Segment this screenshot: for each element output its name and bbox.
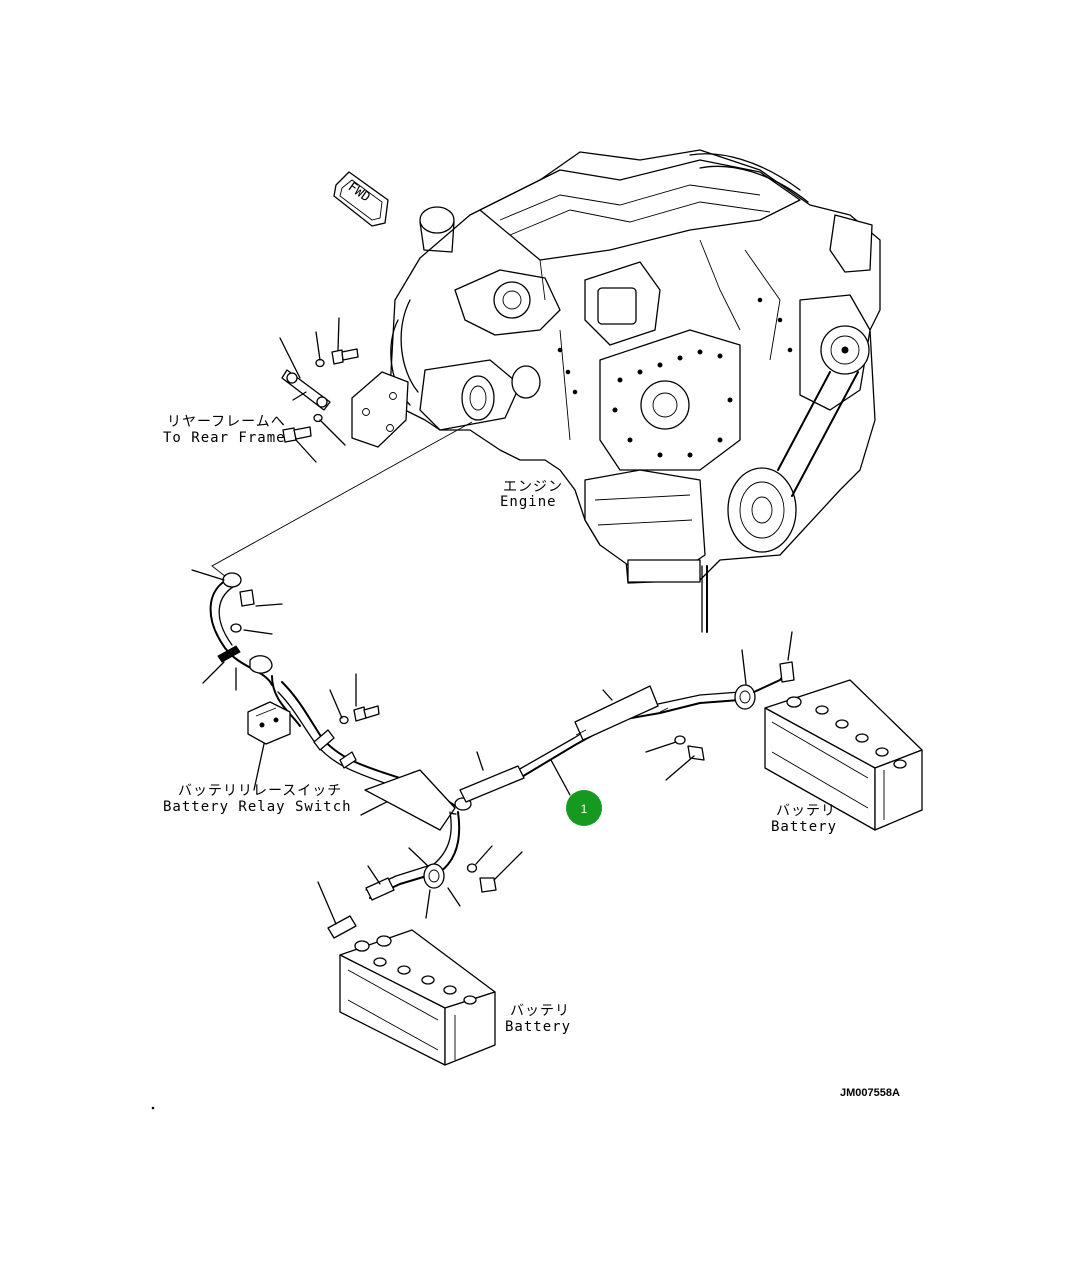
callout-1-circle[interactable]: [566, 790, 602, 826]
battery-right-drawing: [764, 679, 923, 831]
rear-frame-connection: [279, 317, 359, 463]
lower-battery-cable: [317, 811, 523, 939]
reference-line: [211, 421, 473, 581]
engine-label-jp: エンジン: [503, 479, 563, 495]
callout-1[interactable]: 1: [566, 790, 602, 826]
relay-switch-label-jp: バッテリリレースイッチ: [178, 783, 342, 799]
battery-right-label-en: Battery: [771, 819, 837, 835]
relay-switch-label-en: Battery Relay Switch: [163, 799, 352, 815]
callout-1-number: 1: [581, 802, 588, 816]
scan-dot: [151, 1106, 155, 1110]
rear-frame-label-jp: リヤーフレームへ: [167, 414, 286, 430]
rear-frame-label-en: To Rear Frame: [163, 430, 286, 446]
battery-right-label-jp: バッテリ: [776, 803, 836, 819]
fwd-arrow-icon: FWD: [333, 171, 389, 227]
engine-label-en: Engine: [500, 494, 557, 510]
battery-left-label-jp: バッテリ: [510, 1003, 570, 1019]
main-cable: [277, 631, 795, 831]
battery-relay-switch: [247, 675, 301, 791]
engine-drawing: [351, 149, 881, 633]
battery-left-drawing: [339, 929, 496, 1066]
drawing-code: JM007558A: [840, 1087, 900, 1099]
relay-switch-cable: [191, 569, 283, 691]
battery-left-label-en: Battery: [505, 1019, 571, 1035]
